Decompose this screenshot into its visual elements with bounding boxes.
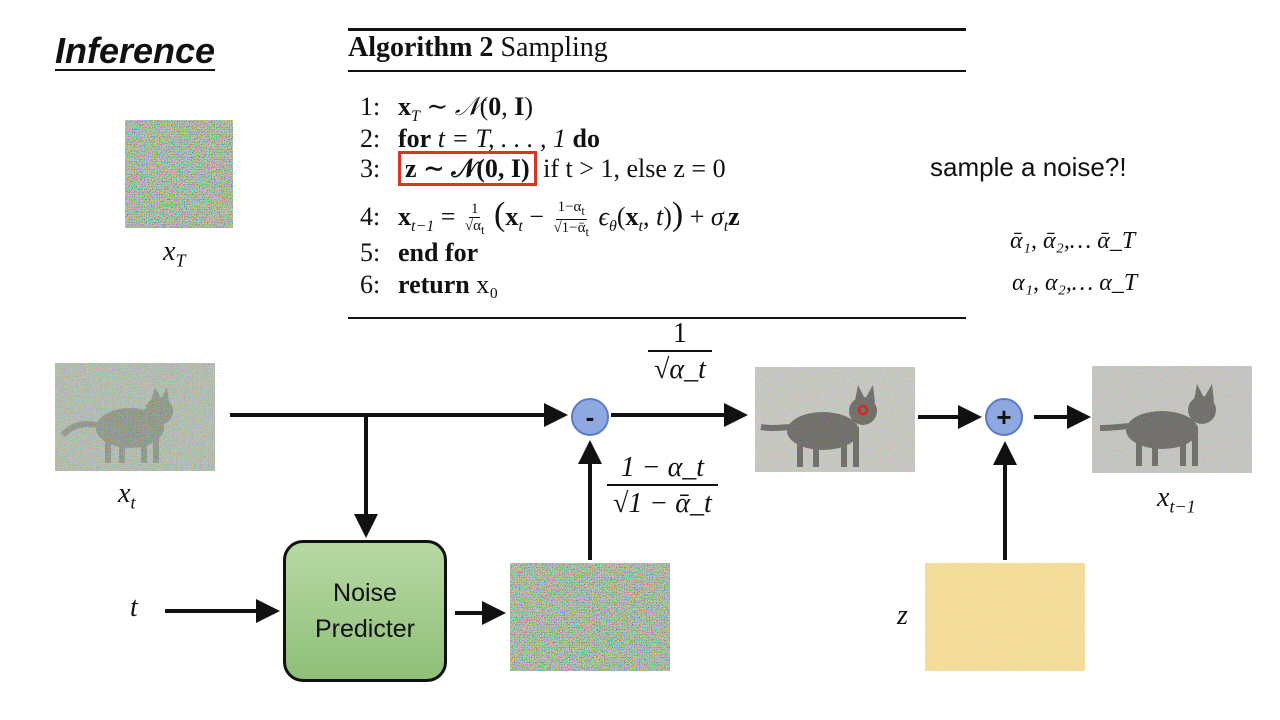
- coefficient-1-over-sqrt-alpha: 1 √α_t: [648, 318, 712, 386]
- algo-mid-rule: [348, 70, 966, 72]
- denoised-cat-image: [755, 367, 915, 472]
- alpha-sequence: α₁, α₂,… α_T: [1012, 270, 1138, 296]
- noise-image-xT: [125, 120, 233, 228]
- red-cursor-marker: [857, 404, 869, 416]
- algo-line-3: 3:z ∼ 𝒩(0, I) if t > 1, else z = 0: [360, 151, 726, 186]
- page-title: Inference: [55, 30, 216, 71]
- algo-line-4: 4:xt−1 = 1√αt (xt − 1−αt√1−ᾱt ϵθ(xt, t))…: [360, 196, 740, 239]
- algo-line-6: 6:return x₀: [360, 270, 499, 299]
- noise-predicter-block: Noise Predicter: [283, 540, 447, 682]
- label-t: t: [130, 592, 138, 623]
- sampled-noise-image-z: [925, 563, 1085, 671]
- algo-line-2: 2:for t = T, . . . , 1 do: [360, 124, 600, 153]
- label-xt-minus-1: xt−1: [1157, 482, 1196, 517]
- label-z: z: [897, 600, 908, 631]
- noisy-cat-image-xt: [55, 363, 215, 471]
- algo-line-5: 5:end for: [360, 238, 479, 267]
- algorithm-heading: Algorithm 2 Sampling: [348, 32, 608, 64]
- algo-bottom-rule: [348, 317, 966, 319]
- alpha-bar-sequence: ᾱ₁, ᾱ₂,… ᾱ_T: [1010, 228, 1136, 254]
- label-xT: xT: [163, 236, 186, 271]
- algorithm-heading-rest: Sampling: [493, 32, 608, 63]
- coefficient-noise-scale: 1 − α_t √1 − ᾱ_t: [607, 452, 718, 520]
- noise-predicter-line-2: Predicter: [314, 615, 416, 643]
- plus-node: +: [985, 398, 1023, 436]
- algorithm-heading-bold: Algorithm 2: [348, 32, 494, 63]
- noise-predicter-line-1: Noise: [333, 579, 397, 607]
- side-note: sample a noise?!: [930, 152, 1127, 182]
- algo-line-1: 1:xT ∼ 𝒩(0, I): [360, 92, 534, 126]
- label-xt: xt: [118, 478, 136, 513]
- cat-image-xt-minus-1: [1092, 366, 1252, 473]
- algo-top-rule: [348, 28, 966, 31]
- predicted-noise-image: [510, 563, 670, 671]
- minus-node: -: [571, 398, 609, 436]
- highlight-box: z ∼ 𝒩(0, I): [398, 151, 537, 186]
